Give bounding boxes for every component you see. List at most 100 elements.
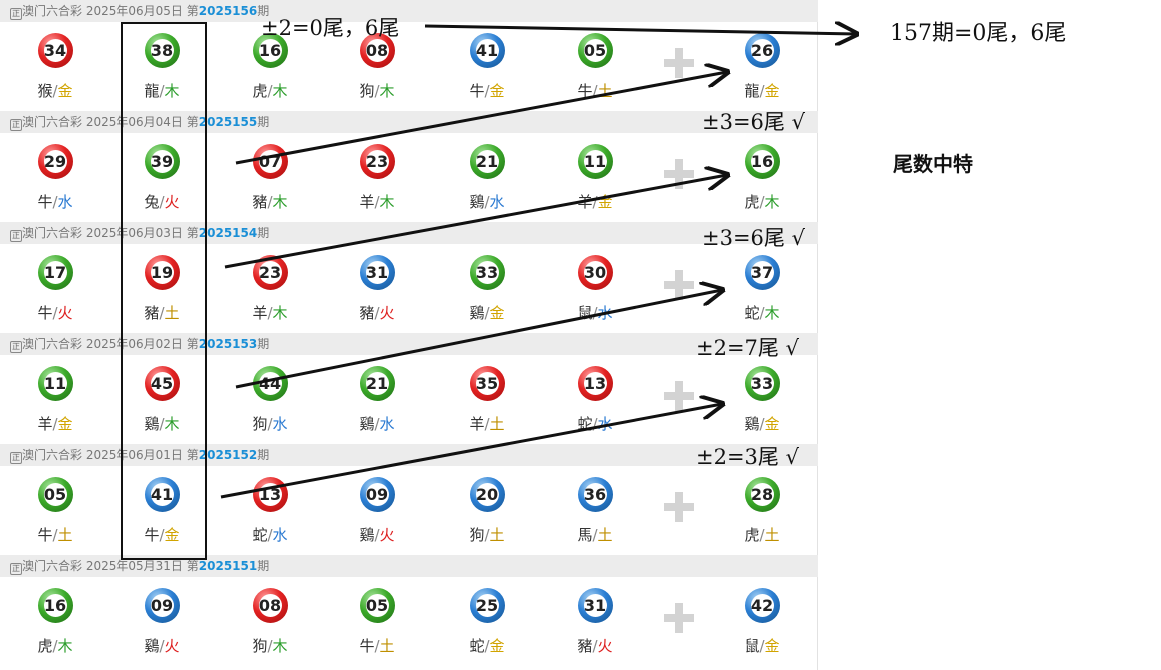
zodiac: 豬 (577, 637, 593, 655)
separator: / (592, 637, 598, 655)
green-ball: 05 (37, 477, 73, 512)
period-number[interactable]: 2025152 (198, 448, 258, 462)
element: 水 (597, 415, 613, 433)
period-suffix: 期 (257, 448, 270, 462)
green-ball: 39 (144, 144, 180, 179)
draw-date: 2025年05月31日 (85, 559, 183, 573)
element: 土 (597, 526, 613, 544)
ball-number: 05 (365, 596, 389, 615)
blue-ball: 36 (577, 477, 613, 512)
element: 火 (379, 526, 395, 544)
ball-number: 11 (43, 374, 67, 393)
element: 木 (764, 193, 780, 211)
element: 木 (272, 193, 288, 211)
annotation-note-1: ±3=6尾 √ (702, 110, 805, 134)
ball-label: 鼠/金 (707, 635, 817, 656)
ball-label: 蛇/水 (215, 524, 325, 545)
zodiac: 鷄 (144, 415, 160, 433)
period-number[interactable]: 2025156 (198, 4, 258, 18)
period-prefix: 第 (186, 115, 199, 129)
separator: / (52, 82, 58, 100)
separator: / (374, 637, 380, 655)
separator: / (759, 637, 765, 655)
period-prefix: 第 (186, 4, 199, 18)
element: 土 (489, 415, 505, 433)
source-icon: 正 (10, 452, 22, 464)
annotation-side-note: 尾数中特 (893, 152, 973, 176)
period-number[interactable]: 2025154 (198, 226, 258, 240)
green-ball: 16 (37, 588, 73, 623)
element: 木 (272, 637, 288, 655)
plus-icon (664, 381, 694, 411)
ball-number: 41 (150, 485, 174, 504)
separator: / (374, 82, 380, 100)
element: 火 (597, 637, 613, 655)
ball-number: 30 (583, 263, 607, 282)
zodiac: 鷄 (359, 415, 375, 433)
blue-ball: 25 (469, 588, 505, 623)
red-ball: 19 (144, 255, 180, 290)
separator: / (267, 82, 273, 100)
green-ball: 38 (144, 33, 180, 68)
plus-icon (664, 48, 694, 78)
zodiac: 虎 (252, 82, 268, 100)
blue-ball: 31 (359, 255, 395, 290)
plus-icon (664, 270, 694, 300)
special-ball-cell: 42 鼠/金 (707, 577, 817, 666)
blue-ball: 09 (359, 477, 395, 512)
arrow-154-to-155 (224, 175, 727, 269)
period-suffix: 期 (257, 559, 270, 573)
ball-number: 21 (475, 152, 499, 171)
period-number[interactable]: 2025155 (198, 115, 258, 129)
element: 金 (164, 526, 180, 544)
plus-icon (664, 492, 694, 522)
zodiac: 豬 (359, 304, 375, 322)
ball-number: 16 (43, 596, 67, 615)
source-label: 澳门六合彩 (22, 226, 83, 240)
ball-number: 34 (43, 41, 67, 60)
period-number[interactable]: 2025151 (198, 559, 258, 573)
ball-number: 08 (258, 596, 282, 615)
annotation-prediction: 157期=0尾，6尾 (890, 21, 1067, 46)
zodiac: 馬 (577, 526, 593, 544)
element: 火 (164, 637, 180, 655)
blue-ball: 20 (469, 477, 505, 512)
period-number[interactable]: 2025153 (198, 337, 258, 351)
separator: / (592, 526, 598, 544)
zodiac: 虎 (37, 637, 53, 655)
blue-ball: 37 (744, 255, 780, 290)
arrow-152-to-153 (220, 404, 722, 499)
ball-label: 鷄/火 (107, 635, 217, 656)
zodiac: 牛 (359, 637, 375, 655)
ball-label: 鷄/木 (107, 413, 217, 434)
separator: / (159, 637, 165, 655)
blue-ball: 42 (744, 588, 780, 623)
ball-number: 38 (150, 41, 174, 60)
element: 木 (57, 637, 73, 655)
separator: / (374, 304, 380, 322)
element: 土 (489, 526, 505, 544)
ball-number: 23 (258, 263, 282, 282)
ball-number: 42 (750, 596, 774, 615)
separator: / (484, 637, 490, 655)
ball-label: 牛/土 (0, 524, 110, 545)
ball-label: 牛/金 (432, 80, 542, 101)
green-ball: 11 (37, 366, 73, 401)
zodiac: 鷄 (469, 304, 485, 322)
ball-label: 兔/火 (107, 191, 217, 212)
period-suffix: 期 (257, 226, 270, 240)
separator: / (52, 415, 58, 433)
element: 木 (379, 193, 395, 211)
